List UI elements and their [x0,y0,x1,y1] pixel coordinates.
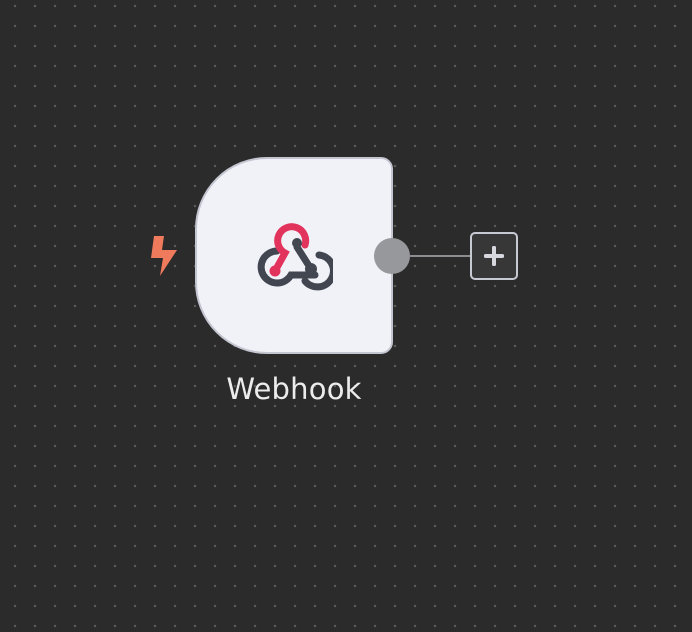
webhook-node[interactable] [195,157,393,354]
webhook-icon [257,223,333,291]
add-node-button[interactable] [470,232,518,280]
connector-line [409,255,471,257]
lightning-bolt-icon [151,236,177,276]
node-label: Webhook [226,372,362,406]
plus-icon [484,246,504,266]
output-handle[interactable] [374,238,410,274]
